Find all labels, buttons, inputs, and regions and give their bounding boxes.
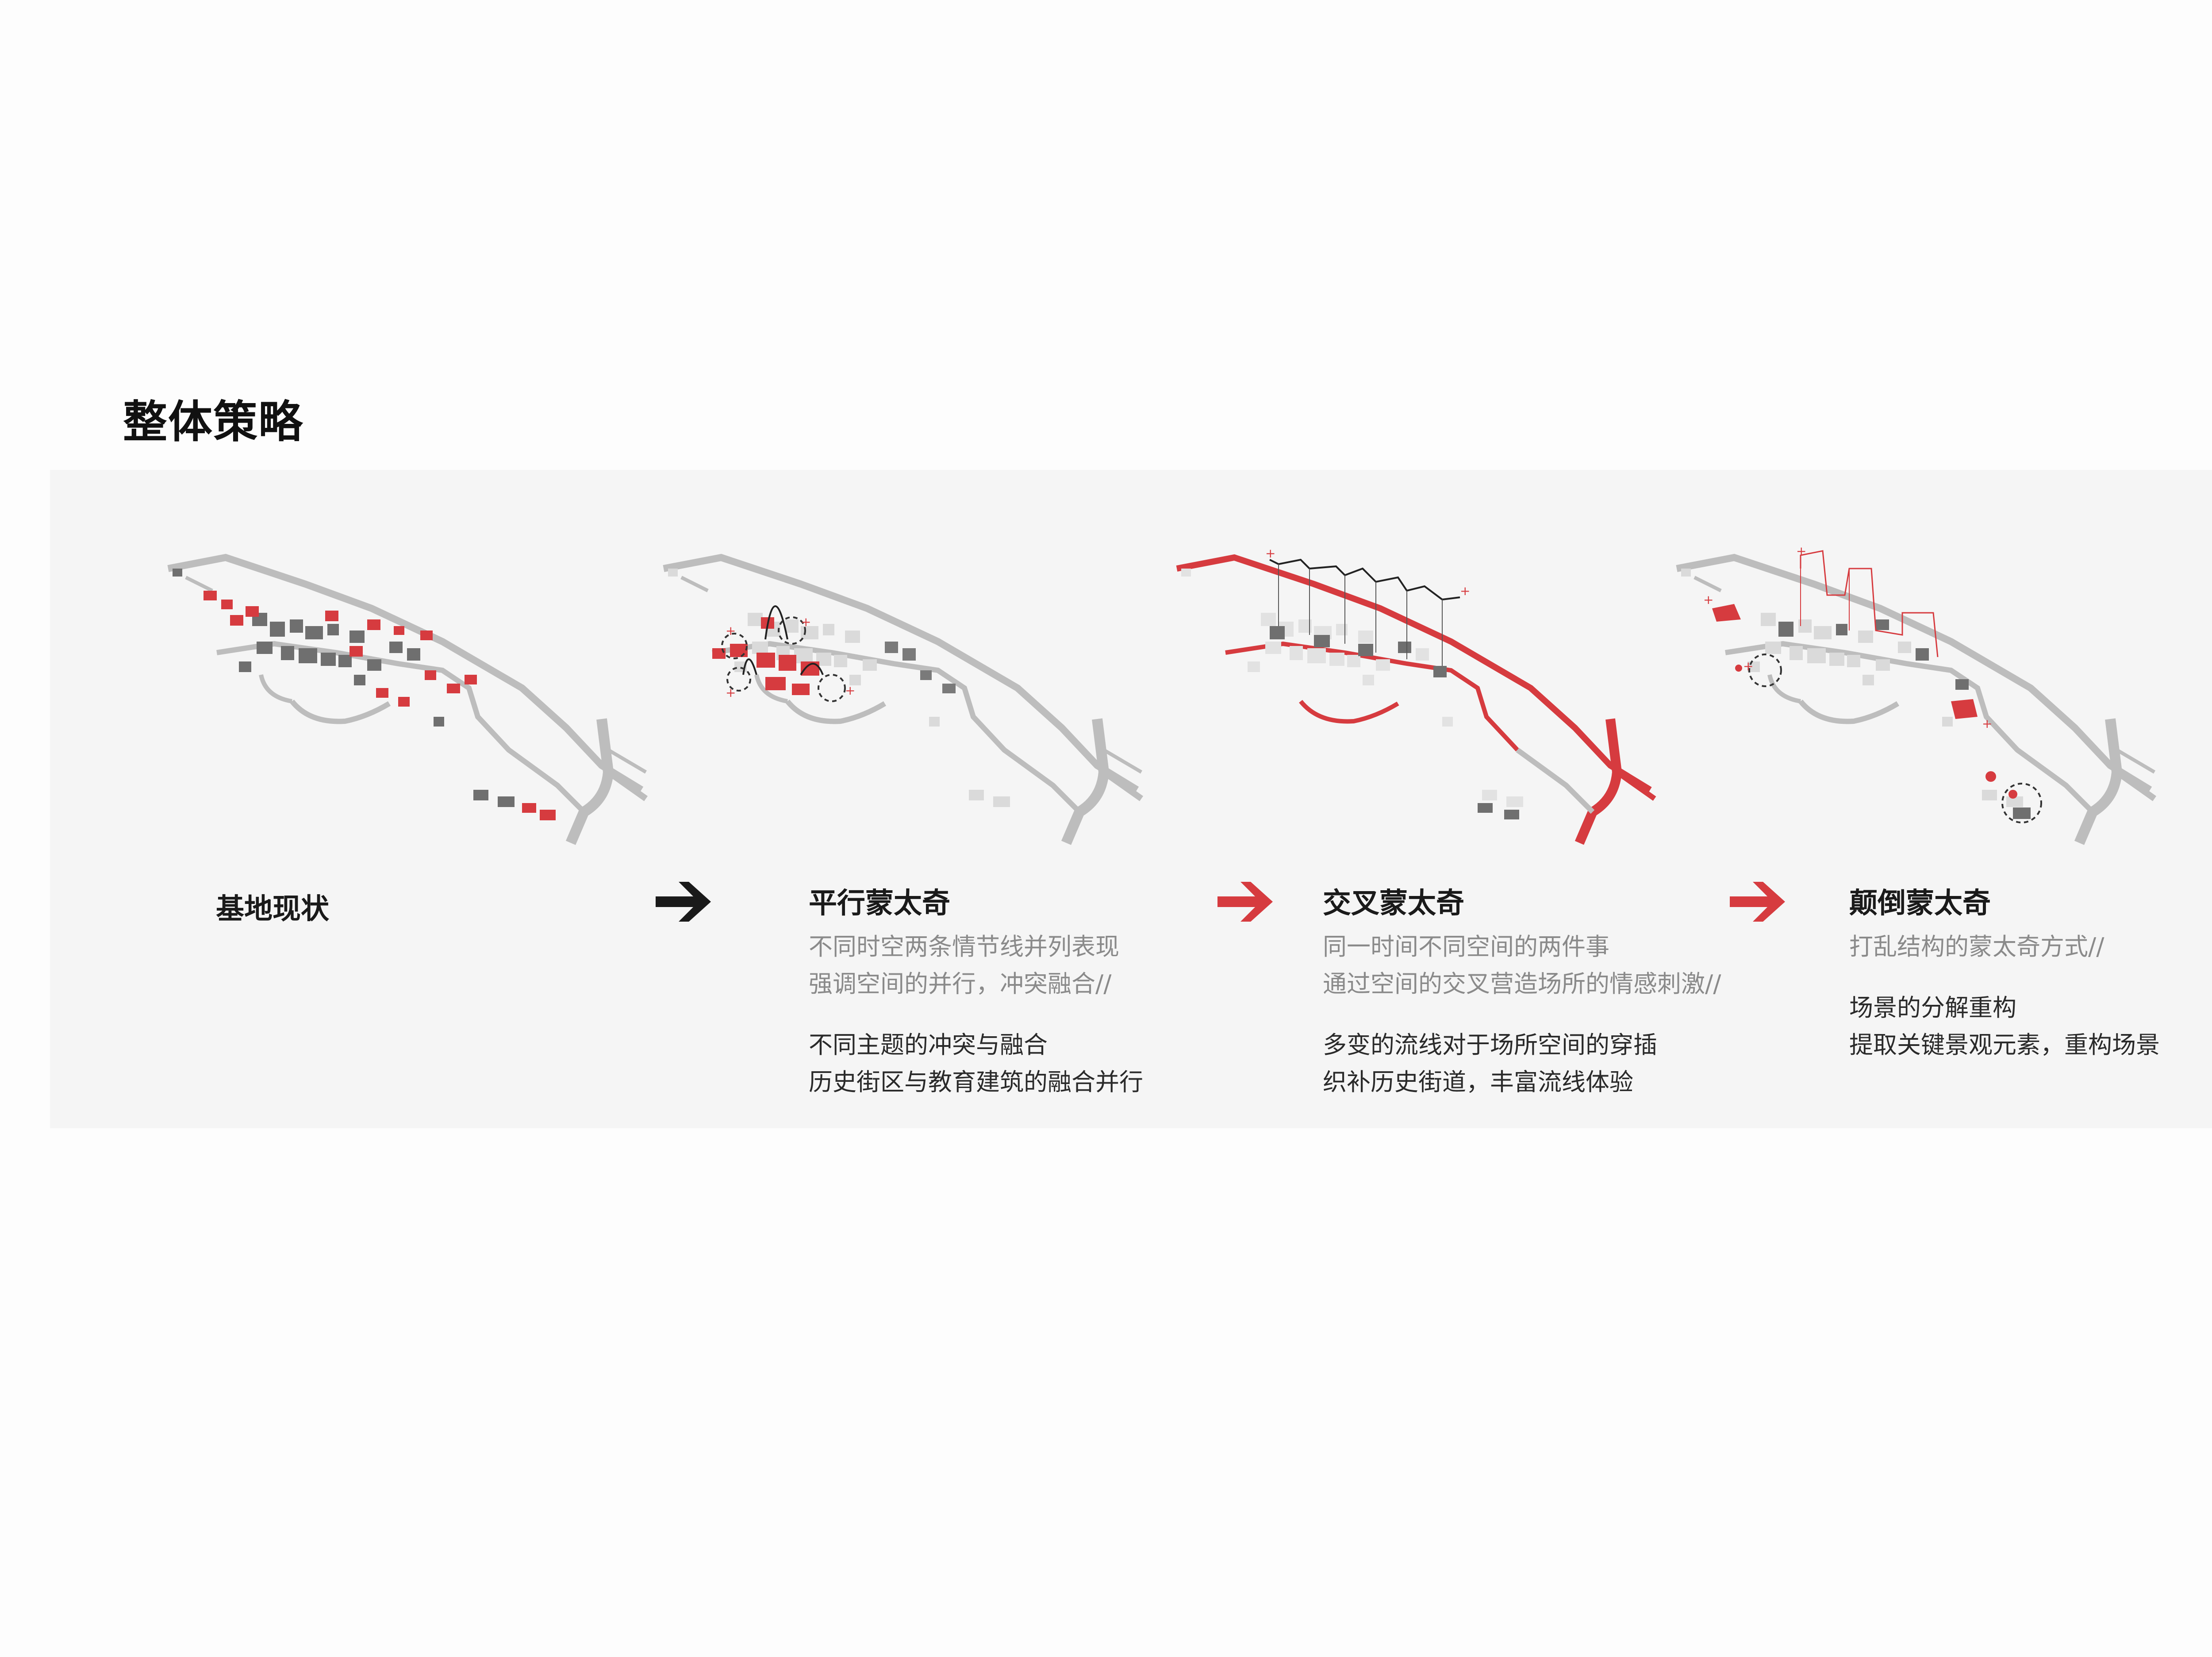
svg-text:+: + [1703, 592, 1713, 607]
site-map-inverse: + + + + [1668, 544, 2163, 847]
site-map-parallel: + + + + [655, 542, 1150, 847]
svg-text:+: + [726, 685, 736, 700]
desc-line: 历史街区与教育建筑的融合并行 [809, 1068, 1143, 1096]
stage-title-existing: 基地现状 [216, 893, 329, 926]
arrow-right-icon [656, 882, 711, 922]
page-title: 整体策略 [123, 396, 303, 448]
stage-desc-cross: 同一时间不同空间的两件事 通过空间的交叉营造场所的情感刺激// 多变的流线对于场… [1323, 928, 1721, 1101]
desc-line: 强调空间的并行，冲突融合// [809, 970, 1112, 998]
desc-line: 不同时空两条情节线并列表现 [809, 933, 1119, 961]
desc-line: 织补历史街道，丰富流线体验 [1323, 1068, 1633, 1096]
svg-text:+: + [1460, 584, 1470, 598]
svg-text:+: + [1982, 716, 1992, 731]
desc-line: 场景的分解重构 [1849, 994, 2016, 1022]
site-map-cross: ++ [1176, 546, 1656, 845]
strategy-panel [50, 470, 2212, 1128]
stage-desc-parallel: 不同时空两条情节线并列表现 强调空间的并行，冲突融合// 不同主题的冲突与融合 … [809, 928, 1143, 1101]
svg-text:+: + [726, 623, 736, 638]
desc-line: 同一时间不同空间的两件事 [1323, 933, 1609, 961]
desc-line: 通过空间的交叉营造场所的情感刺激// [1323, 970, 1721, 998]
svg-text:+: + [801, 615, 811, 629]
desc-line: 打乱结构的蒙太奇方式// [1849, 933, 2104, 961]
svg-text:+: + [1796, 544, 1806, 558]
arrow-right-icon [1217, 882, 1273, 922]
svg-text:+: + [1743, 659, 1753, 673]
desc-line: 不同主题的冲突与融合 [809, 1031, 1048, 1059]
stage-title-cross: 交叉蒙太奇 [1323, 887, 1464, 920]
stage-title-inverse: 颠倒蒙太奇 [1849, 887, 1991, 920]
site-map-existing [159, 542, 655, 847]
svg-text:+: + [1265, 546, 1275, 561]
svg-text:+: + [845, 683, 855, 698]
stage-title-parallel: 平行蒙太奇 [809, 887, 950, 920]
arrow-right-icon [1730, 882, 1785, 922]
desc-line: 提取关键景观元素，重构场景 [1849, 1031, 2160, 1059]
stage-desc-inverse: 打乱结构的蒙太奇方式// 场景的分解重构 提取关键景观元素，重构场景 [1849, 928, 2160, 1064]
desc-line: 多变的流线对于场所空间的穿插 [1323, 1031, 1657, 1059]
